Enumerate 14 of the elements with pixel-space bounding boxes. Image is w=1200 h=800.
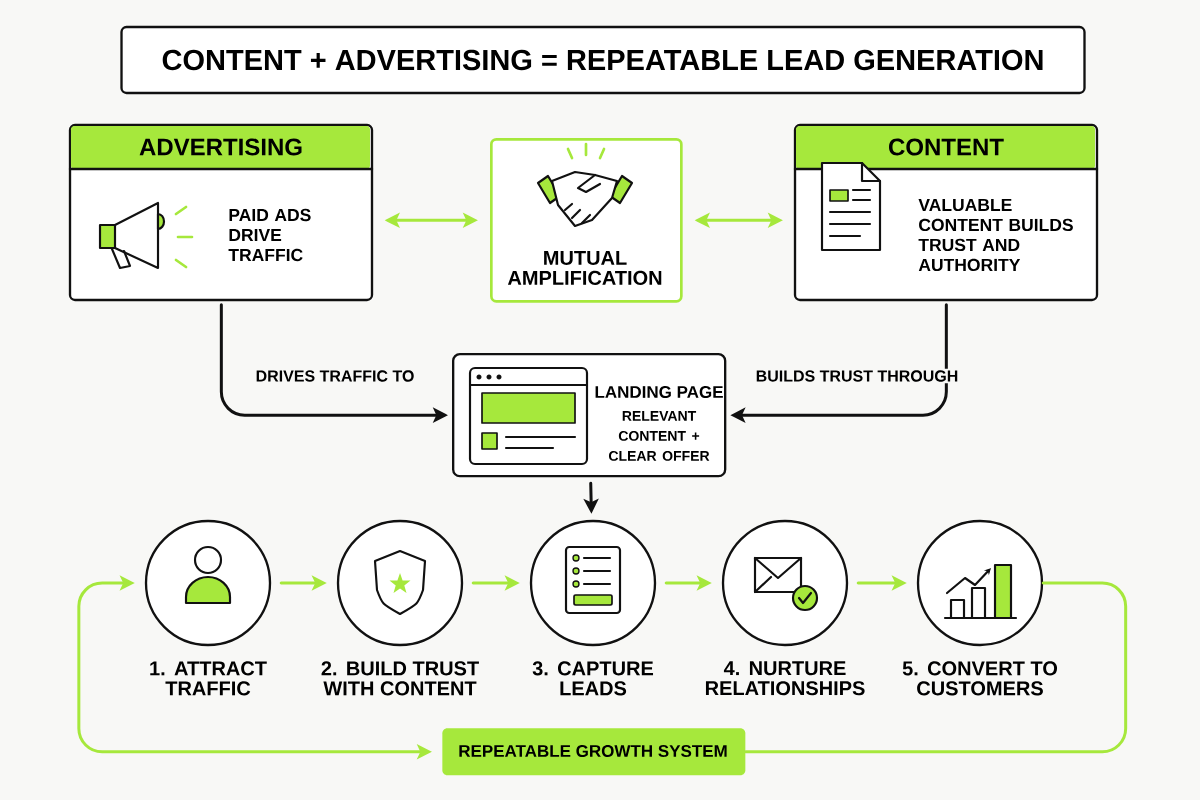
card: MUTUAL AMPLIFICATION (490, 138, 683, 303)
card-text: PAID ADS DRIVE TRAFFIC (228, 208, 311, 262)
system-badge: REPEATABLE GROWTH SYSTEM (442, 728, 746, 776)
card-heading: CONTENT (793, 126, 1099, 171)
card-text: RELEVANT CONTENT + CLEAR OFFER (608, 411, 710, 461)
step-label: 2. BUILD TRUST WITH CONTENT (321, 661, 479, 696)
card-heading: LANDING PAGE (595, 386, 723, 398)
card-text: VALUABLE CONTENT BUILDS TRUST AND AUTHORITY (918, 198, 1073, 272)
step-label: 1. ATTRACT TRAFFIC (150, 661, 267, 696)
step-label: 3. CAPTURE LEADS (532, 661, 654, 696)
step-label: 4. NURTURE RELATIONSHIPS (705, 661, 865, 696)
title-box: CONTENT + ADVERTISING = REPEATABLE LEAD GENERATION (120, 25, 1086, 95)
card-heading: ADVERTISING (68, 126, 374, 171)
step-label: 5. CONVERT TO CUSTOMERS (902, 661, 1058, 696)
